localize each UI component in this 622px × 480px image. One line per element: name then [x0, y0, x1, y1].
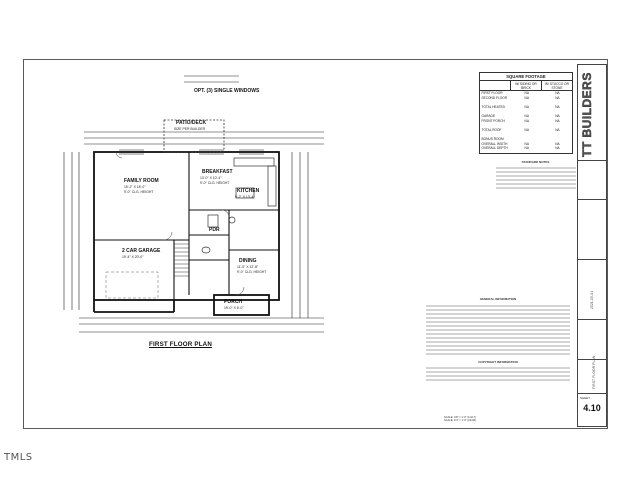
- sqft-cell: NA: [524, 113, 529, 118]
- sqft-cell: BONUS ROOM: [481, 136, 504, 141]
- logo-text: TT BUILDERS: [580, 72, 595, 157]
- scale-line: SCALE: 1/4" = 1'-0" (24x36): [444, 419, 477, 423]
- sqft-cell: OVERALL WIDTH: [481, 141, 508, 146]
- garage-label: 2 CAR GARAGE: [122, 248, 161, 254]
- dining-dims: 11'-0" X 12'-8": [237, 265, 259, 269]
- dining-label: DINING: [239, 258, 257, 264]
- breakfast-label: BREAKFAST: [202, 169, 233, 175]
- sqft-cell: NA: [524, 141, 529, 146]
- sqft-header-cell: W/ STUCCO OR STONE: [541, 81, 572, 90]
- kitchen-label: KITCHEN: [237, 188, 260, 194]
- sqft-cell: NA: [555, 91, 560, 95]
- general-information: GENERAL INFORMATION: [424, 297, 572, 368]
- breakfast-dims: 13'-0" X 10'-4": [200, 176, 222, 180]
- standard-notes: STANDARD NOTES: [494, 161, 577, 164]
- title-block-divider: [578, 393, 606, 394]
- sqft-cell: NA: [524, 127, 529, 132]
- sqft-row: BONUS ROOM: [480, 137, 572, 142]
- top-window-note: OPT. (3) SINGLE WINDOWS: [194, 88, 260, 94]
- square-footage-title: SQUARE FOOTAGE: [480, 73, 572, 81]
- sheet-number: 4.10: [583, 403, 601, 413]
- title-block-divider: [578, 319, 606, 320]
- sqft-header-cell: W/ SIDING OR BRICK: [510, 81, 541, 90]
- sqft-cell: NA: [555, 104, 560, 109]
- sqft-cell: NA: [555, 118, 560, 123]
- sqft-cell: GARAGE: [481, 113, 496, 118]
- sqft-header-cell: [480, 81, 510, 90]
- sqft-cell: NA: [524, 95, 529, 100]
- porch-dims: 19'-0" X 6'-0": [224, 306, 244, 310]
- kitchen-dims: 9'-2" X 13'-4": [235, 195, 255, 199]
- floor-plan-drawing: [63, 75, 324, 333]
- sqft-row: FRONT PORCH NA NA: [480, 119, 572, 124]
- sqft-cell: NA: [555, 95, 560, 100]
- garage-dims: 19'-4" X 20'-0": [122, 255, 144, 259]
- sqft-cell: FIRST FLOOR: [481, 91, 503, 95]
- floor-plan: OPT. (3) SINGLE WINDOWS PATIO/DECK SIZE …: [24, 60, 607, 428]
- title-block-date: 2021-05-04: [590, 290, 594, 309]
- sqft-row: SECOND FLOOR NA NA: [480, 96, 572, 101]
- title-block-plan-name: FIRST FLOOR PLAN: [592, 355, 596, 389]
- title-block: 2021-05-04 FIRST FLOOR PLAN SHEET 4.10: [577, 159, 607, 427]
- family-room-label: FAMILY ROOM: [124, 178, 159, 184]
- family-room-dims: 15'-2" X 18'-0": [124, 185, 146, 189]
- drawing-sheet: OPT. (3) SINGLE WINDOWS PATIO/DECK SIZE …: [23, 59, 608, 429]
- sqft-row: OVERALL DEPTH NA NA: [480, 146, 572, 151]
- family-room-ceiling: 9'-0" CLG. HEIGHT: [124, 190, 154, 194]
- porch-label: PORCH: [224, 299, 243, 305]
- sqft-cell: NA: [524, 146, 529, 151]
- dining-ceiling: 9'-0" CLG. HEIGHT: [237, 270, 267, 274]
- title-block-divider: [578, 259, 606, 260]
- patio-label: PATIO/DECK: [176, 120, 207, 126]
- sqft-cell: SECOND FLOOR: [481, 95, 508, 100]
- copyright-title: COPYRIGHT INFORMATION: [478, 360, 518, 364]
- square-footage-header: W/ SIDING OR BRICK W/ STUCCO OR STONE: [480, 81, 572, 91]
- square-footage-table: SQUARE FOOTAGE W/ SIDING OR BRICK W/ STU…: [479, 72, 573, 154]
- sqft-cell: NA: [555, 127, 560, 132]
- sqft-cell: TOTAL HEATED: [481, 104, 505, 109]
- sqft-cell: FRONT PORCH: [481, 118, 505, 123]
- copyright-information: COPYRIGHT INFORMATION: [424, 360, 572, 364]
- sqft-cell: NA: [524, 91, 529, 95]
- general-information-title: GENERAL INFORMATION: [479, 297, 517, 301]
- sheet-label: SHEET: [580, 396, 591, 400]
- watermark: TMLS: [4, 452, 33, 463]
- pdr-label: PDR: [209, 227, 220, 233]
- sqft-cell: OVERALL DEPTH: [481, 146, 508, 151]
- sqft-cell: TOTAL ROOF: [481, 127, 502, 132]
- sqft-cell: NA: [555, 113, 560, 118]
- title-block-divider: [578, 199, 606, 200]
- sqft-row: GARAGE NA NA: [480, 114, 572, 119]
- breakfast-ceiling: 9'-0" CLG. HEIGHT: [200, 181, 230, 185]
- sqft-cell: NA: [555, 146, 560, 151]
- sqft-cell: NA: [524, 104, 529, 109]
- builder-logo: TT BUILDERS: [577, 64, 607, 161]
- sqft-row: FIRST FLOOR NA NA: [480, 91, 572, 96]
- scale-line: SCALE: 1/8" = 1'-0" (11x17): [444, 416, 476, 419]
- patio-note: SIZE PER BUILDER: [174, 127, 206, 131]
- sqft-cell: NA: [555, 141, 560, 146]
- plan-title: FIRST FLOOR PLAN: [149, 341, 213, 348]
- title-block-divider: [578, 359, 606, 360]
- standard-notes-title: STANDARD NOTES: [521, 160, 550, 164]
- sqft-row: OVERALL WIDTH NA NA: [480, 142, 572, 147]
- sqft-cell: NA: [524, 118, 529, 123]
- sqft-row: TOTAL ROOF NA NA: [480, 128, 572, 133]
- sqft-row: TOTAL HEATED NA NA: [480, 105, 572, 110]
- scale-notes: SCALE: 1/8" = 1'-0" (11x17) SCALE: 1/4" …: [444, 416, 476, 423]
